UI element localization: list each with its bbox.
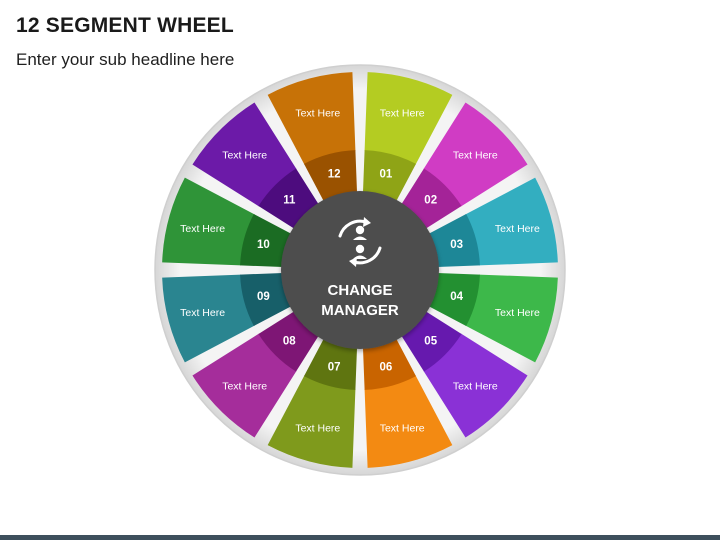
footer-bar <box>0 535 720 540</box>
center-hub: CHANGE MANAGER <box>281 191 439 349</box>
segment-number-06: 06 <box>380 362 393 374</box>
segment-label-10: Text Here <box>180 223 225 235</box>
segment-label-03: Text Here <box>495 223 540 235</box>
segment-09 <box>162 274 255 363</box>
center-title-line1: CHANGE <box>327 282 392 299</box>
segment-label-01: Text Here <box>380 108 425 120</box>
segment-number-01: 01 <box>380 168 393 180</box>
segment-label-02: Text Here <box>453 150 498 162</box>
segment-12 <box>267 72 356 165</box>
segment-number-10: 10 <box>257 239 270 251</box>
segment-number-07: 07 <box>328 362 341 374</box>
segment-06 <box>364 375 453 468</box>
segment-number-03: 03 <box>450 239 463 251</box>
segment-number-12: 12 <box>328 168 341 180</box>
segment-number-08: 08 <box>283 336 296 348</box>
segment-07-inner <box>304 335 358 390</box>
segment-label-06: Text Here <box>380 422 425 434</box>
page-title: 12 SEGMENT WHEEL <box>16 14 234 37</box>
segment-01-inner <box>362 150 416 205</box>
segment-label-09: Text Here <box>180 307 225 319</box>
segment-06-inner <box>362 335 416 390</box>
segment-number-02: 02 <box>424 194 437 206</box>
segment-01 <box>364 72 453 165</box>
segment-label-07: Text Here <box>295 422 340 434</box>
page-subtitle: Enter your sub headline here <box>16 50 235 69</box>
segment-number-11: 11 <box>283 194 296 206</box>
segment-label-04: Text Here <box>495 307 540 319</box>
segment-label-12: Text Here <box>295 108 340 120</box>
center-circle <box>281 191 439 349</box>
segment-12-inner <box>304 150 358 205</box>
change-manager-icon <box>338 217 382 267</box>
segment-11 <box>192 102 297 207</box>
segment-08 <box>192 333 297 438</box>
segment-number-09: 09 <box>257 291 270 303</box>
segment-label-11: Text Here <box>222 150 267 162</box>
segment-03 <box>465 177 558 266</box>
segment-04-inner <box>425 272 480 326</box>
center-title-line2: MANAGER <box>321 302 399 319</box>
segment-label-05: Text Here <box>453 380 498 392</box>
segment-number-05: 05 <box>424 336 437 348</box>
segment-05 <box>423 333 528 438</box>
segment-03-inner <box>425 214 480 268</box>
segment-09-inner <box>240 272 295 326</box>
segment-number-04: 04 <box>450 291 463 303</box>
segment-04 <box>465 274 558 363</box>
segment-10 <box>162 177 255 266</box>
segment-07 <box>267 375 356 468</box>
segment-label-08: Text Here <box>222 380 267 392</box>
segment-02 <box>423 102 528 207</box>
segment-10-inner <box>240 214 295 268</box>
